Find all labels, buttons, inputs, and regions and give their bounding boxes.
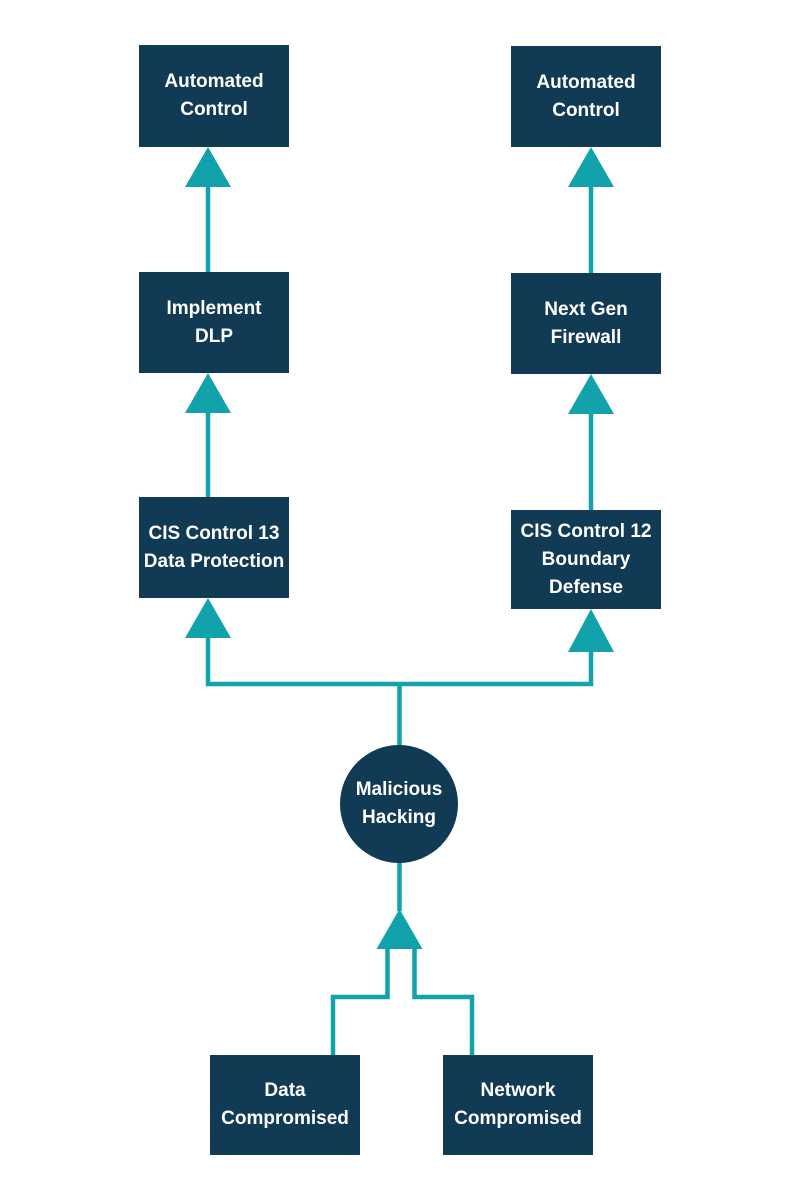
node-cis-control-13-data-protection: CIS Control 13 Data Protection (139, 497, 289, 598)
arrow-up-icon (185, 598, 231, 638)
node-data-compromised: Data Compromised (210, 1055, 360, 1155)
arrow-up-icon (568, 609, 614, 652)
node-cis-control-12-boundary-defense: CIS Control 12 Boundary Defense (511, 510, 661, 609)
arrow-up-icon (185, 373, 231, 413)
arrow-up-icon (568, 374, 614, 414)
arrow-up-icon (376, 909, 423, 949)
connector-line (412, 947, 475, 1055)
arrow-up-icon (185, 147, 231, 187)
connector-line (330, 947, 390, 1055)
connector-line (205, 637, 594, 687)
node-automated-control-left: Automated Control (139, 45, 289, 147)
node-automated-control-right: Automated Control (511, 46, 661, 147)
node-implement-dlp: Implement DLP (139, 272, 289, 373)
node-next-gen-firewall: Next Gen Firewall (511, 273, 661, 374)
arrow-up-icon (568, 147, 614, 187)
node-malicious-hacking: Malicious Hacking (340, 745, 458, 863)
node-network-compromised: Network Compromised (443, 1055, 593, 1155)
